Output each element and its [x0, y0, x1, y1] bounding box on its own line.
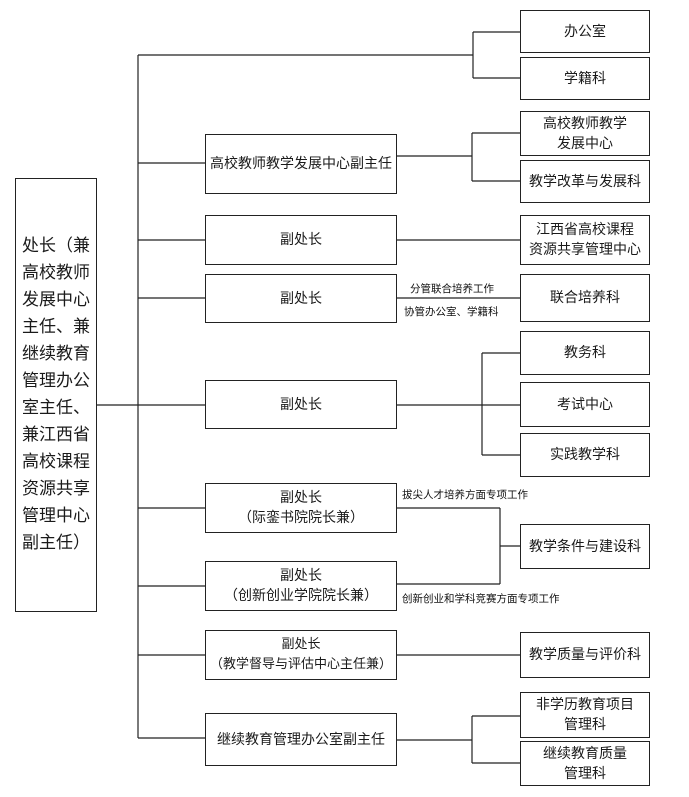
note-innovation: 创新创业和学科竞赛方面专项工作: [402, 593, 560, 605]
teaching-development-center-box: 高校教师教学 发展中心: [520, 111, 650, 156]
deputy-director-box-3: 副处长: [205, 380, 397, 429]
director-box: 处长（兼高校教师发展中心主任、兼继续教育管理办公室主任、兼江西省高校课程资源共享…: [15, 178, 97, 612]
right-label: 继续教育质量 管理科: [543, 745, 627, 782]
academic-affairs-box: 教务科: [520, 331, 650, 375]
note-joint-training: 分管联合培养工作: [410, 283, 494, 295]
continuing-education-quality-box: 继续教育质量 管理科: [520, 741, 650, 786]
right-label: 非学历教育项目 管理科: [536, 697, 634, 733]
right-label: 教务科: [564, 345, 606, 361]
teaching-development-deputy-box: 高校教师教学发展中心副主任: [205, 134, 397, 194]
office-box: 办公室: [520, 10, 650, 53]
right-label: 办公室: [564, 23, 606, 40]
deputy-director-innovation-box: 副处长 （创新创业学院院长兼）: [205, 561, 397, 611]
deputy-director-jiluan-box: 副处长 （际銮书院院长兼）: [205, 483, 397, 533]
mid-label: 副处长: [280, 232, 322, 248]
joint-training-box: 联合培养科: [520, 274, 650, 322]
mid-label: 副处长 （教学督导与评估中心主任兼）: [209, 637, 392, 672]
teaching-reform-box: 教学改革与发展科: [520, 160, 650, 203]
right-label: 考试中心: [557, 396, 613, 413]
mid-label: 继续教育管理办公室副主任: [217, 731, 385, 748]
mid-label: 副处长: [280, 396, 322, 413]
right-label: 教学质量与评价科: [529, 647, 641, 663]
mid-label: 副处长 （际銮书院院长兼）: [238, 490, 364, 526]
non-degree-education-box: 非学历教育项目 管理科: [520, 692, 650, 738]
deputy-director-box-2: 副处长: [205, 274, 397, 323]
teaching-conditions-box: 教学条件与建设科: [520, 524, 650, 569]
deputy-director-supervision-box: 副处长 （教学督导与评估中心主任兼）: [205, 630, 397, 680]
note-assist-office: 协管办公室、学籍科: [404, 306, 499, 318]
right-label: 学籍科: [564, 70, 606, 87]
right-label: 教学改革与发展科: [529, 173, 641, 190]
director-label: 处长（兼高校教师发展中心主任、兼继续教育管理办公室主任、兼江西省高校课程资源共享…: [22, 236, 90, 553]
mid-label: 高校教师教学发展中心副主任: [210, 156, 392, 172]
registrar-box: 学籍科: [520, 57, 650, 100]
deputy-director-box-1: 副处长: [205, 215, 397, 265]
right-label: 联合培养科: [550, 290, 620, 306]
right-label: 高校教师教学 发展中心: [543, 115, 627, 152]
teaching-quality-box: 教学质量与评价科: [520, 632, 650, 678]
right-label: 教学条件与建设科: [529, 538, 641, 555]
right-label: 实践教学科: [550, 447, 620, 463]
mid-label: 副处长: [280, 290, 322, 307]
continuing-education-deputy-box: 继续教育管理办公室副主任: [205, 713, 397, 766]
practice-teaching-box: 实践教学科: [520, 433, 650, 477]
course-resource-center-box: 江西省高校课程 资源共享管理中心: [520, 215, 650, 265]
right-label: 江西省高校课程 资源共享管理中心: [529, 222, 641, 258]
note-top-talent: 拔尖人才培养方面专项工作: [402, 489, 528, 501]
exam-center-box: 考试中心: [520, 382, 650, 427]
mid-label: 副处长 （创新创业学院院长兼）: [224, 568, 378, 604]
